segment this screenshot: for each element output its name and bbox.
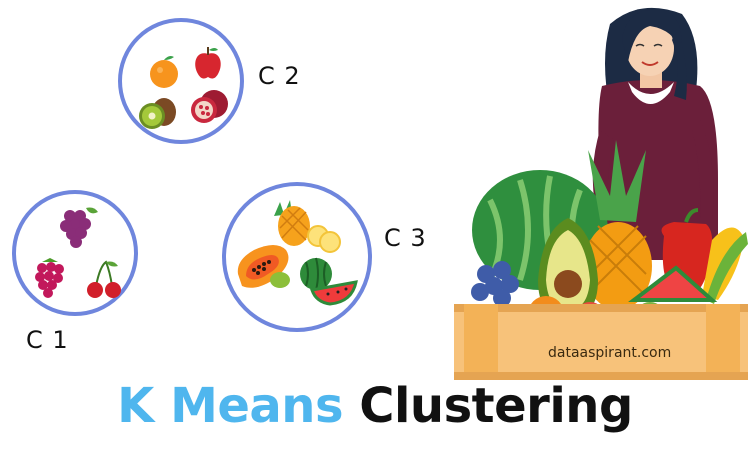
raspberry-icon <box>35 258 64 298</box>
cherries-icon <box>87 260 121 298</box>
title-part-k-means: K Means <box>117 378 344 434</box>
cluster-c1-circle <box>12 190 138 316</box>
orange-icon <box>150 56 178 88</box>
watermark-text: dataaspirant.com <box>548 345 672 361</box>
grapes-icon <box>60 207 98 248</box>
watermelon-icon <box>300 257 358 306</box>
cluster-c2-circle <box>118 18 244 144</box>
cluster-c1-label: C 1 <box>26 326 69 354</box>
page-title: K Means Clustering <box>0 378 750 434</box>
woman-with-fruit-crate-illustration <box>454 7 748 380</box>
pomegranate-icon <box>191 90 228 123</box>
title-part-clustering: Clustering <box>359 378 633 434</box>
apple-icon <box>195 47 221 79</box>
kiwi-icon <box>139 98 176 129</box>
cluster-c3-circle <box>222 182 372 332</box>
pineapple-icon <box>274 200 341 253</box>
cluster-c2-label: C 2 <box>258 62 301 90</box>
papaya-icon <box>237 245 290 288</box>
cluster-c3-label: C 3 <box>384 224 427 252</box>
